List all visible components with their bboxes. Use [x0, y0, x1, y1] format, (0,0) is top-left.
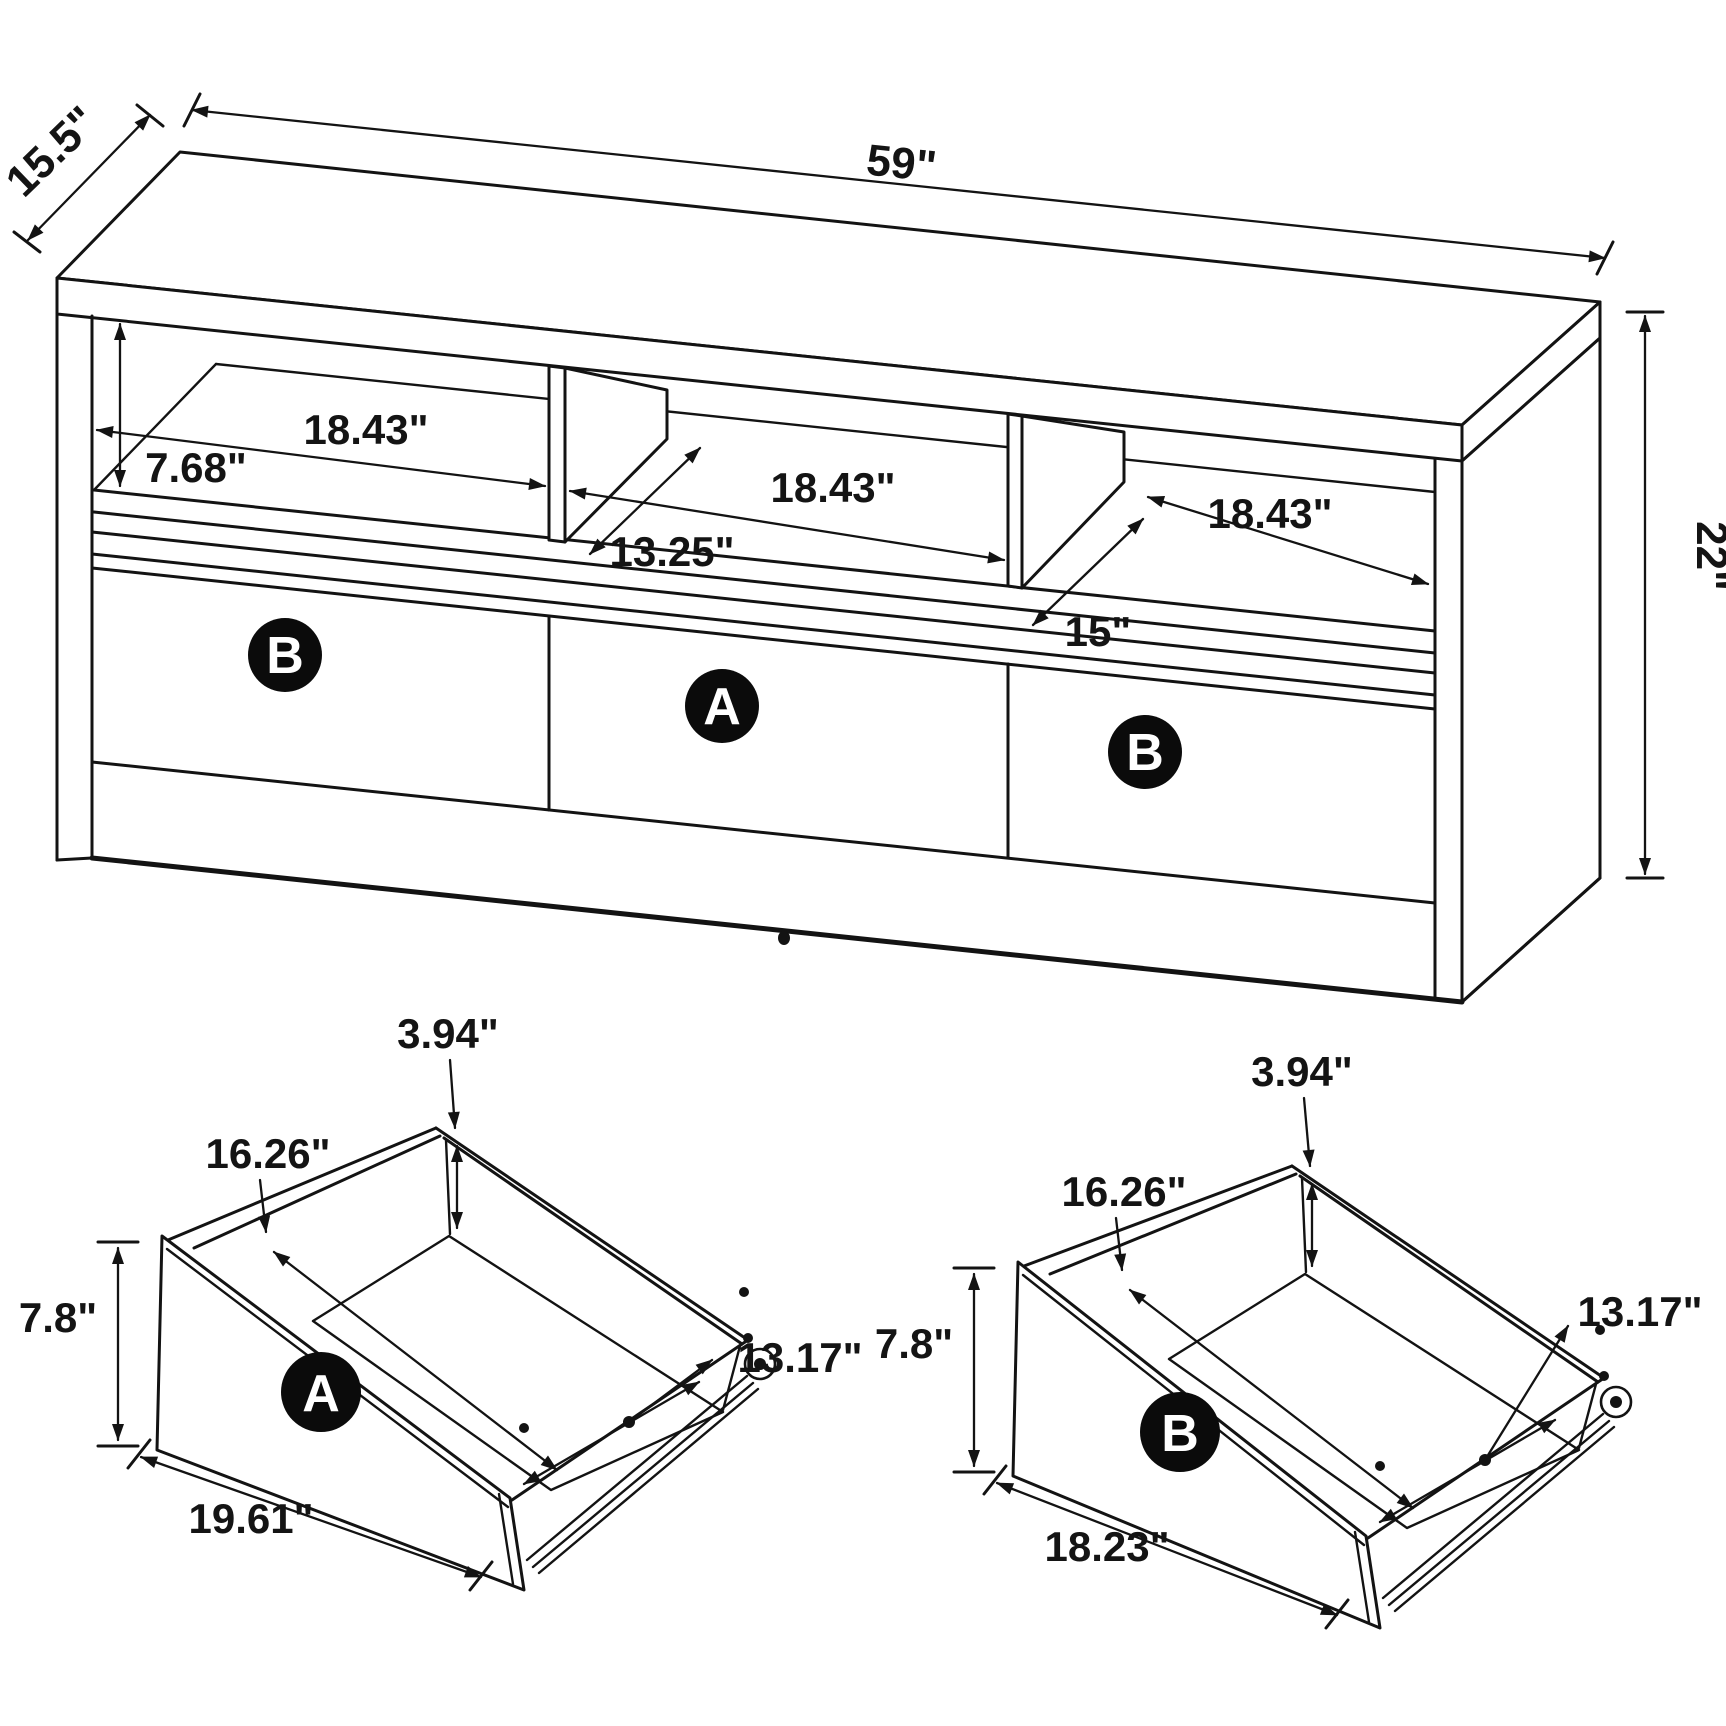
right-side-bottom-edge	[1460, 876, 1602, 1004]
b-depth-label: 16.26"	[1061, 1168, 1186, 1215]
dim-compartment-left: 18.43"	[95, 406, 547, 490]
badge-letter: A	[302, 1365, 340, 1423]
side-top-inner	[1048, 1172, 1298, 1276]
a-height-label: 7.8"	[19, 1294, 97, 1341]
back-right-corner	[1577, 1382, 1598, 1450]
compartment-right-label: 18.43"	[1207, 490, 1332, 537]
a-depth-label: 16.26"	[205, 1130, 330, 1177]
b-height-label: 7.8"	[875, 1320, 953, 1367]
a-bottom-width-label: 13.17"	[737, 1334, 862, 1381]
dim-overall-height: 22"	[1625, 310, 1726, 880]
shelf-divider-right	[1006, 412, 1126, 590]
dim-b-depth: 16.26"	[1061, 1168, 1415, 1510]
a-back-height-label: 3.94"	[397, 1010, 499, 1057]
dim-a-width: 19.61"	[126, 1438, 494, 1592]
back-top-inner	[442, 1136, 744, 1346]
badge-letter: B	[1126, 724, 1164, 782]
back-top-outer	[434, 1126, 750, 1342]
badge-letter: B	[266, 627, 304, 685]
side-top-outer	[1022, 1164, 1294, 1268]
overall-width-label: 59"	[864, 136, 939, 192]
back-right-corner	[721, 1344, 742, 1412]
shelf-divider-left	[547, 364, 669, 544]
left-stile-bottom	[55, 856, 94, 862]
dim-compartment-right: 18.43"	[1146, 490, 1430, 586]
drawer-b-badge: B	[1140, 1392, 1220, 1472]
back-left-corner	[444, 1138, 452, 1236]
rail-roller-hub	[1610, 1396, 1622, 1408]
a-width-label: 19.61"	[188, 1495, 313, 1542]
compartment-middle-label: 18.43"	[770, 464, 895, 511]
opening-height-label: 7.68"	[145, 444, 247, 491]
shelf-front-bottom-edge	[92, 510, 1437, 655]
screw-dot-1	[739, 1287, 749, 1297]
screw-dot-1	[1595, 1325, 1605, 1335]
dim-a-depth: 16.26"	[205, 1130, 559, 1472]
b-width-label: 18.23"	[1044, 1523, 1169, 1570]
divider-right-front-strip	[1006, 412, 1024, 590]
back-top-outer	[1290, 1164, 1606, 1380]
screw-dot-2	[743, 1333, 753, 1343]
side-top-outer	[166, 1126, 438, 1242]
front-rail-lower-line	[90, 552, 1437, 697]
front-panel-right-band	[1353, 1530, 1371, 1624]
drawer-a-badge: A	[281, 1352, 361, 1432]
dim-b-bottom-width: 13.17"	[1378, 1288, 1703, 1524]
badge-circle	[248, 618, 322, 692]
back-top-inner	[1298, 1174, 1600, 1384]
divider-right-depth-label: 15"	[1065, 608, 1132, 655]
drawer-row-top-edge	[90, 566, 1437, 711]
carcass-bottom-edge	[89, 855, 1465, 1005]
dim-opening-height: 7.68"	[114, 322, 247, 491]
badge-letter: A	[703, 678, 741, 736]
front-rail-upper-line	[90, 530, 1437, 675]
drawer-row-bottom-edge	[90, 760, 1437, 905]
divider-right-face	[1020, 414, 1126, 590]
dim-a-bottom-width: 13.17"	[522, 1334, 863, 1486]
center-foot	[778, 931, 790, 945]
screw-dot-3	[1375, 1461, 1385, 1471]
screw-dot-3	[519, 1423, 529, 1433]
drawer-a-view: A 3.94" 16.26" 13.17" 7.8"	[19, 1010, 863, 1592]
badge-circle	[1108, 715, 1182, 789]
divider-left-face	[563, 366, 669, 544]
badge-letter: B	[1161, 1405, 1199, 1463]
dim-b-width: 18.23"	[982, 1464, 1350, 1630]
front-panel-right-band	[497, 1492, 515, 1586]
back-left-corner	[1300, 1176, 1308, 1274]
compartment-left-label: 18.43"	[303, 406, 428, 453]
b-bottom-width-label: 13.17"	[1577, 1288, 1702, 1335]
rail-roller-hub	[754, 1358, 766, 1370]
dim-a-height: 7.8"	[19, 1240, 140, 1448]
screw-dot-2	[1599, 1371, 1609, 1381]
dim-overall-width: 59"	[182, 92, 1615, 276]
dim-b-height: 7.8"	[875, 1266, 996, 1474]
drawer-b-view: B 3.94" 16.26" 13.17" 7.8"	[875, 1048, 1703, 1630]
drawer-badge-right: B	[1108, 715, 1182, 789]
badge-circle	[685, 669, 759, 743]
dim-a-back-height: 3.94"	[397, 1010, 499, 1230]
b-back-height-label: 3.94"	[1251, 1048, 1353, 1095]
divider-left-depth-label: 13.25"	[609, 528, 734, 575]
divider-left-front-strip	[547, 364, 567, 544]
overall-height-label: 22"	[1687, 521, 1726, 591]
dim-divider-right-depth: 15"	[1031, 517, 1145, 655]
shelf-floor-back-edge	[214, 362, 1437, 494]
side-top-inner	[192, 1134, 442, 1250]
tv-stand-view: B A B 59" 15.5" 22"	[0, 92, 1726, 1005]
dim-divider-left-depth: 13.25"	[588, 446, 735, 575]
drawer-badge-middle: A	[685, 669, 759, 743]
overall-depth-label: 15.5"	[0, 97, 107, 206]
drawer-badge-left: B	[248, 618, 322, 692]
dim-b-back-height: 3.94"	[1251, 1048, 1353, 1268]
